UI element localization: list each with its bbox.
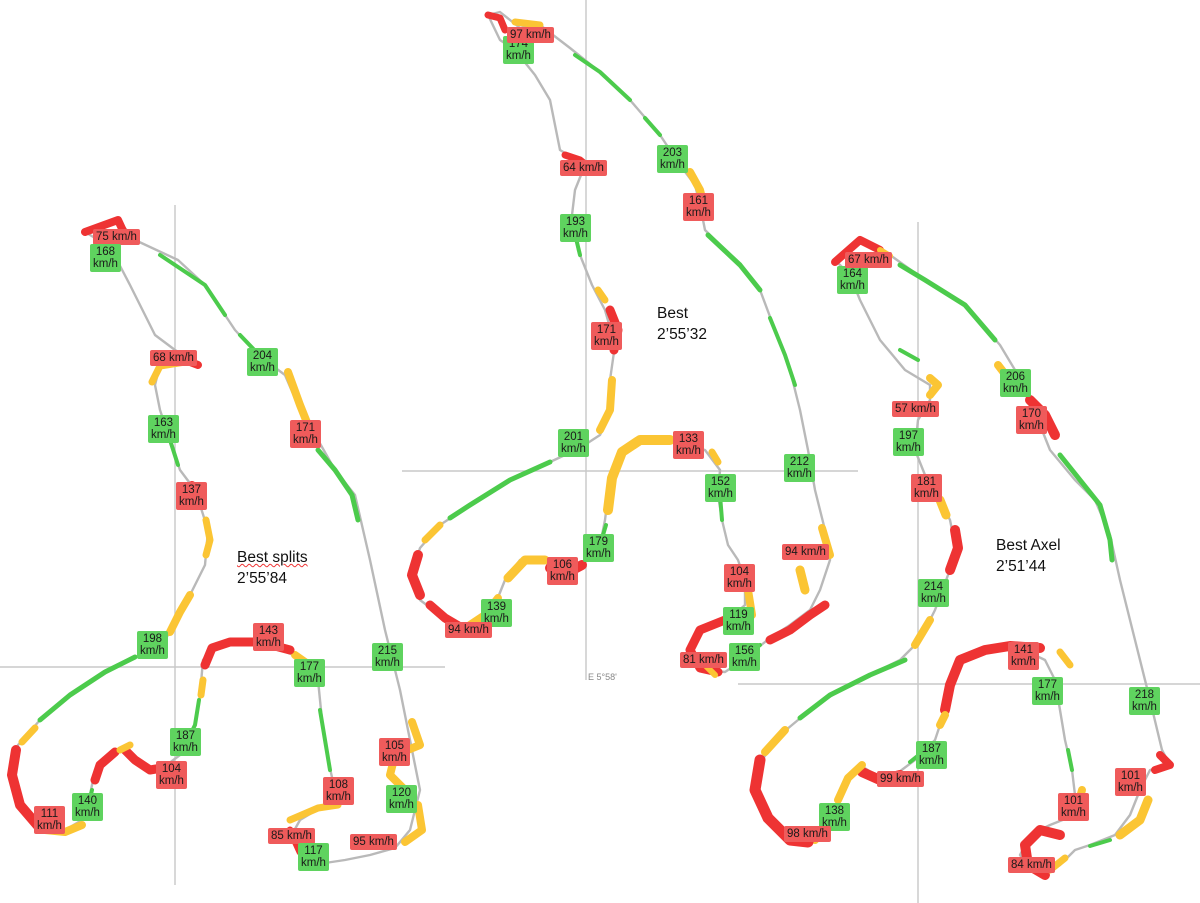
speed-label: 94 km/h	[445, 622, 492, 638]
annotation-title: Best splits	[237, 549, 308, 566]
speed-label: 98 km/h	[784, 826, 831, 842]
left-track	[7, 216, 426, 866]
annotation-time: 2’55’32	[657, 326, 707, 343]
annotation-left: Best splits 2’55’84	[237, 547, 308, 589]
speed-label: 68 km/h	[150, 350, 197, 366]
speed-label: 64 km/h	[560, 160, 607, 176]
speed-label: 97 km/h	[507, 27, 554, 43]
speed-label: 84 km/h	[1008, 857, 1055, 873]
annotation-title: Best Axel	[996, 537, 1061, 554]
speed-label: 81 km/h	[680, 652, 727, 668]
annotation-title: Best	[657, 305, 689, 322]
annotation-time: 2’55’84	[237, 570, 287, 587]
annotation-center: Best 2’55’32	[657, 303, 707, 345]
speed-label: 99 km/h	[877, 771, 924, 787]
speed-label: 75 km/h	[93, 229, 140, 245]
speed-label: 67 km/h	[845, 252, 892, 268]
annotation-time: 2’51’44	[996, 558, 1046, 575]
annotation-right: Best Axel 2’51’44	[996, 535, 1061, 577]
coordinate-text: E 5°58'	[588, 672, 617, 682]
speed-label: 85 km/h	[268, 828, 315, 844]
speed-label: 95 km/h	[350, 834, 397, 850]
speed-label: 57 km/h	[892, 401, 939, 417]
speed-label: 94 km/h	[782, 544, 829, 560]
